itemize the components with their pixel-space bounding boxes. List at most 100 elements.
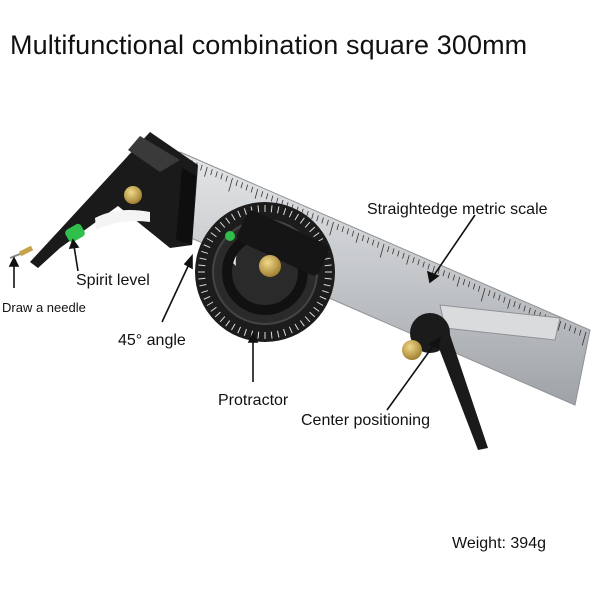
protractor-tick — [219, 316, 226, 323]
protractor-tick — [304, 316, 311, 323]
rule-tick — [578, 329, 582, 336]
protractor-tick — [199, 283, 207, 287]
protractor-tick — [319, 295, 327, 300]
rule-tick — [240, 182, 243, 189]
rule-tick — [210, 169, 213, 176]
protractor-tick — [313, 232, 320, 238]
rule-tick — [581, 331, 587, 346]
protractor-head — [195, 202, 335, 342]
protractor-tick — [198, 277, 206, 280]
protractor-tick — [323, 283, 331, 287]
protractor-tick — [270, 331, 273, 339]
protractor-tick — [276, 330, 280, 338]
rule-tick — [406, 254, 410, 265]
rule-tick — [568, 325, 572, 332]
protractor-tick — [214, 226, 221, 233]
rule-tick — [456, 276, 461, 287]
rule-tick — [371, 239, 375, 246]
rule-tick — [557, 320, 562, 331]
protractor-tick — [198, 264, 206, 267]
rule-tick — [341, 226, 344, 233]
protractor-tick — [283, 328, 287, 336]
protractor-tick — [225, 217, 231, 224]
protractor-tick — [304, 221, 311, 228]
rule-tick — [480, 287, 486, 302]
protractor-tick — [270, 205, 273, 213]
rule-tick — [250, 186, 254, 193]
protractor-tick — [206, 301, 214, 306]
protractor-tick — [257, 331, 260, 339]
rule-tick — [215, 171, 218, 178]
protractor-tick — [283, 208, 287, 216]
rule-tick — [518, 303, 521, 310]
rule-tick — [523, 305, 526, 312]
rule-tick — [270, 195, 274, 202]
protractor-tick — [257, 205, 260, 213]
center-head — [402, 304, 561, 450]
label-protractor: Protractor — [218, 392, 289, 409]
rule-tick — [275, 197, 279, 204]
rule-tick — [563, 323, 567, 330]
protractor-tick — [201, 290, 209, 294]
protractor-tick — [276, 206, 280, 214]
protractor-tick — [210, 306, 217, 312]
rule-tick — [507, 298, 511, 309]
protractor-tick — [231, 323, 236, 331]
rule-tick — [573, 327, 577, 334]
rule-tick — [493, 292, 496, 299]
rule-tick — [528, 307, 531, 314]
rule-tick — [228, 177, 233, 192]
rule-tick — [462, 279, 466, 286]
rule-tick — [220, 173, 223, 180]
rule-tick — [361, 235, 365, 242]
label-needle: Draw a needle — [2, 300, 86, 315]
rule-tick — [397, 250, 400, 257]
rule-tick — [442, 270, 445, 277]
rule-tick — [392, 248, 395, 255]
protractor-tick — [299, 320, 305, 327]
square-head — [9, 132, 198, 268]
rule-tick — [488, 290, 491, 297]
page-title: Multifunctional combination square 300mm — [10, 30, 528, 60]
rule-tick — [204, 166, 208, 177]
rule-tick — [447, 272, 451, 279]
protractor-tick — [219, 221, 226, 228]
spirit-vial — [65, 223, 85, 243]
rule-tick — [346, 228, 350, 235]
rule-tick — [366, 237, 370, 244]
protractor-tick — [313, 306, 320, 312]
rule-tick — [427, 263, 430, 270]
brass-knob — [259, 255, 281, 277]
rule-tick — [225, 175, 228, 182]
protractor-tick — [243, 328, 247, 336]
rule-tick — [326, 219, 329, 226]
protractor-tick — [243, 208, 247, 216]
rule-tick — [503, 296, 506, 303]
protractor-tick — [214, 311, 221, 318]
rule-tick — [351, 230, 355, 237]
protractor-tick — [199, 257, 207, 261]
rule-tick — [417, 259, 420, 266]
protractor-tick — [324, 264, 332, 267]
protractor-tick — [237, 326, 242, 334]
brass-knob — [124, 186, 142, 204]
rule-tick — [498, 294, 501, 301]
rule-tick — [316, 215, 319, 222]
label-45-angle: 45° angle — [118, 332, 186, 349]
rule-tick — [355, 232, 360, 243]
rule-tick — [477, 285, 481, 292]
protractor-tick — [203, 244, 211, 249]
protractor-tick — [299, 217, 305, 224]
rule-tick — [402, 252, 405, 259]
protractor-tick — [294, 323, 299, 331]
rule-tick — [437, 268, 440, 275]
rule-tick — [329, 221, 334, 236]
protractor-tick — [201, 250, 209, 254]
label-spirit-level: Spirit level — [76, 272, 150, 289]
rule-tick — [235, 180, 238, 187]
protractor-tick — [321, 290, 329, 294]
protractor-tick — [316, 301, 324, 306]
protractor-tick — [206, 238, 214, 243]
rule-tick — [513, 301, 516, 308]
